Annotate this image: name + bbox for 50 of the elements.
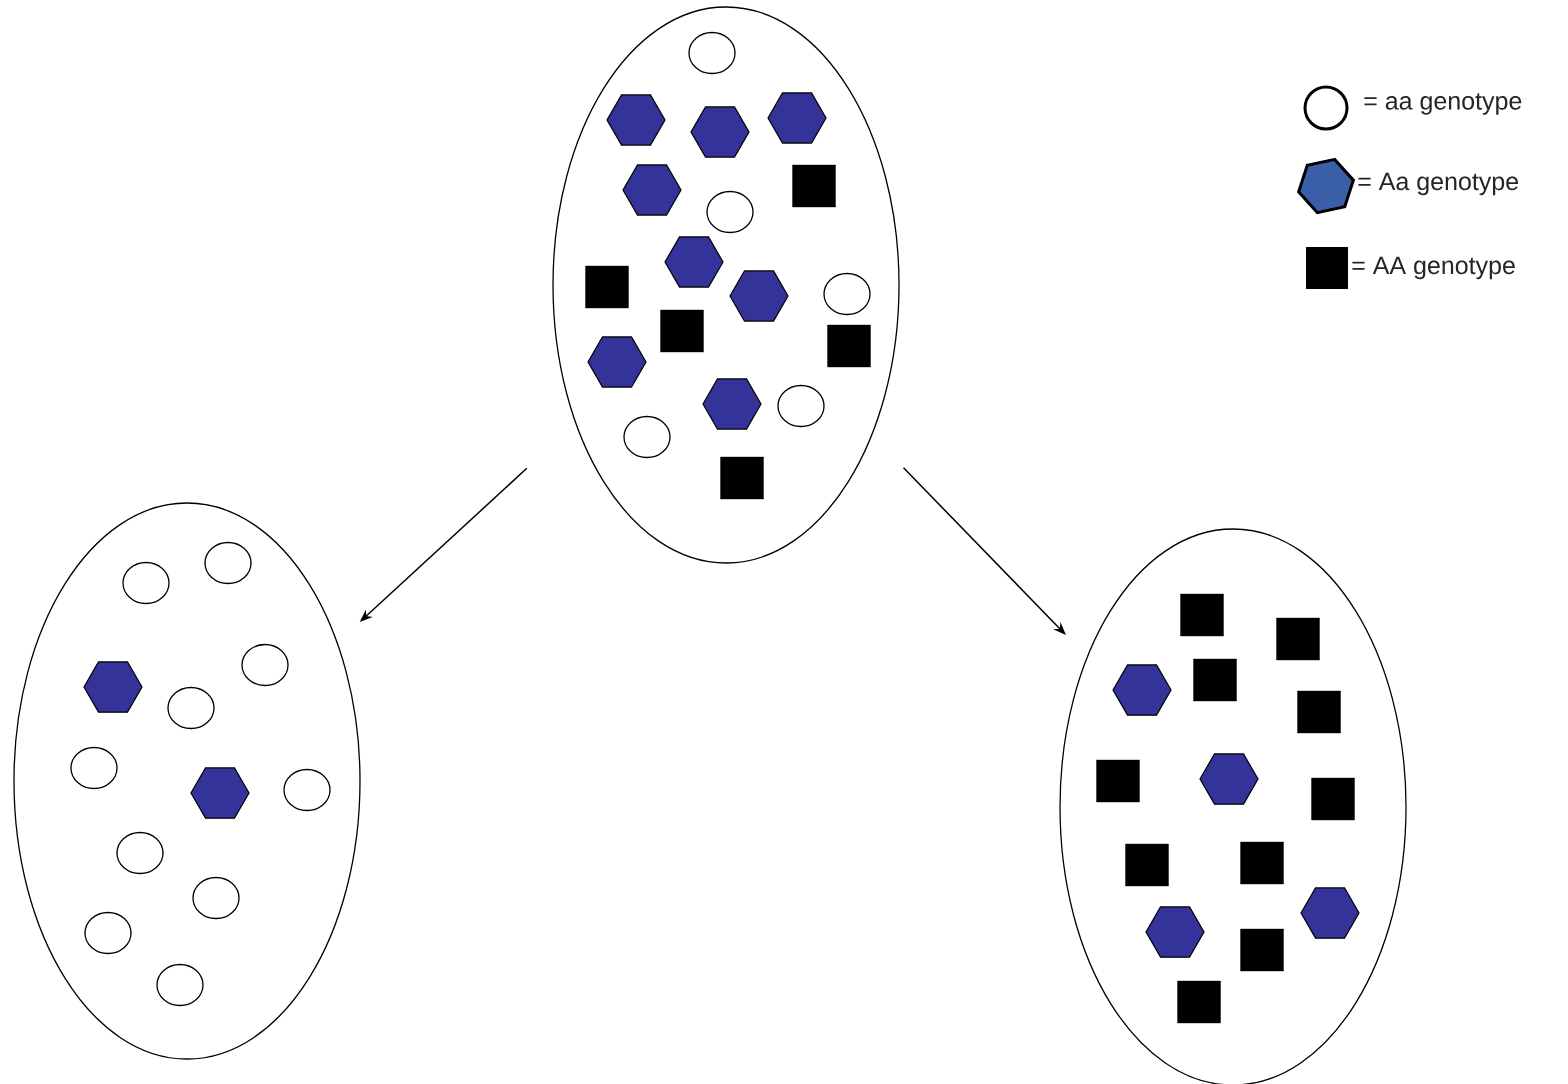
hexagon-marker: [190, 767, 250, 819]
square-marker: [1096, 759, 1140, 803]
hexagon-marker: [664, 236, 724, 288]
circle-marker: [777, 384, 825, 428]
circle-marker: [706, 190, 754, 234]
circle-marker: [823, 272, 871, 316]
square-marker: [792, 164, 836, 208]
square-marker: [827, 324, 871, 368]
circle-marker: [116, 831, 164, 875]
hexagon-marker: [767, 92, 827, 144]
hexagon-marker: [83, 661, 143, 713]
hexagon-marker: [622, 164, 682, 216]
population-ellipse: [13, 502, 361, 1060]
legend-label: = AA genotype: [1352, 256, 1515, 280]
square-marker: [1276, 617, 1320, 661]
square-marker: [1240, 928, 1284, 972]
legend-label: = Aa genotype: [1358, 172, 1518, 196]
circle-marker: [241, 643, 289, 687]
hexagon-marker: [729, 270, 789, 322]
circle-marker: [192, 876, 240, 920]
population-ellipse: [552, 6, 900, 564]
hexagon-marker: [702, 378, 762, 430]
square-marker: [1311, 777, 1355, 821]
arrow: [902, 467, 1066, 635]
circle-marker: [70, 746, 118, 790]
square-marker: [1125, 843, 1169, 887]
circle-marker: [84, 911, 132, 955]
square-marker: [660, 309, 704, 353]
circle-marker: [688, 31, 736, 75]
hexagon-marker: [1199, 753, 1259, 805]
hexagon-marker: [690, 106, 750, 158]
hexagon-marker: [606, 94, 666, 146]
hexagon-marker: [1145, 906, 1205, 958]
square-marker: [1193, 658, 1237, 702]
square-marker: [1240, 841, 1284, 885]
square-marker: [1177, 980, 1221, 1024]
circle-marker: [283, 768, 331, 812]
square-marker: [720, 456, 764, 500]
hexagon-marker: [587, 336, 647, 388]
square-marker: [1180, 593, 1224, 637]
circle-marker: [156, 963, 204, 1007]
hexagon-marker: [1300, 887, 1360, 939]
square-marker: [1297, 690, 1341, 734]
hexagon-marker: [1112, 664, 1172, 716]
circle-marker: [122, 561, 170, 605]
circle-marker: [167, 686, 215, 730]
square-marker: [585, 265, 629, 309]
legend-label: = aa genotype: [1364, 93, 1522, 115]
circle-marker: [204, 541, 252, 585]
circle-marker: [623, 415, 671, 459]
